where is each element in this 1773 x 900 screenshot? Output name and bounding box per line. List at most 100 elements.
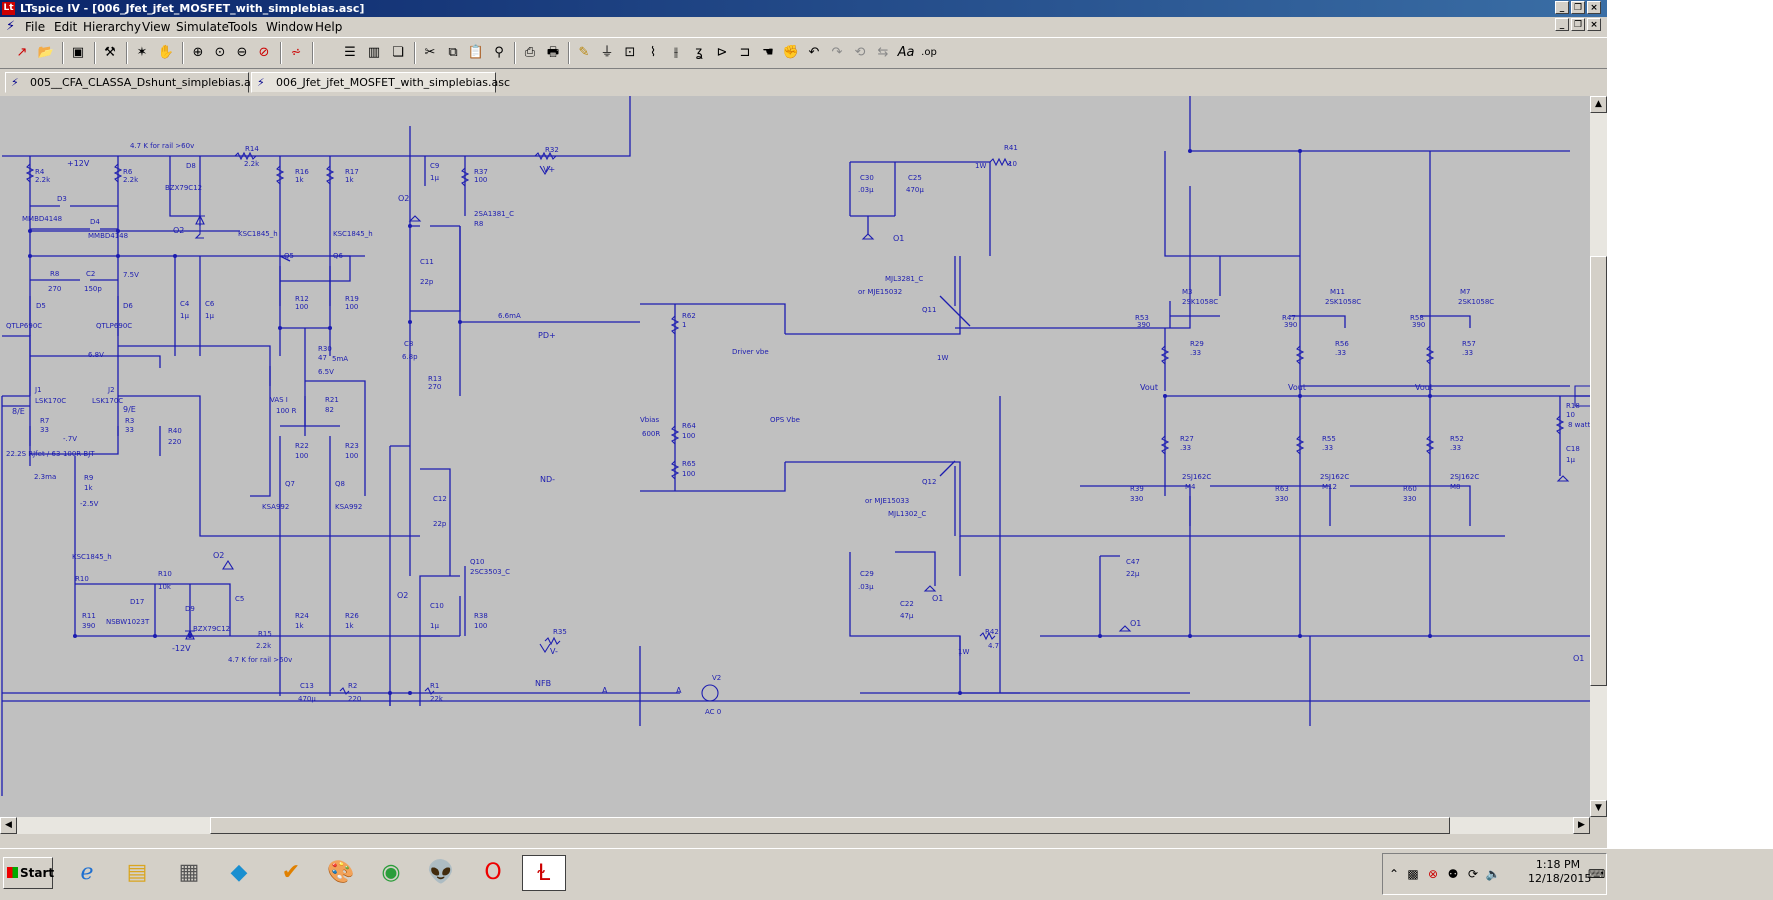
document-icon[interactable]: ⚡ (6, 19, 16, 34)
horizontal-scrollbar[interactable]: ◀ ▶ (0, 817, 1590, 834)
opera-icon[interactable]: O (484, 860, 502, 885)
close-button[interactable]: × (1587, 1, 1601, 14)
clock-date: 12/18/2015 (1528, 872, 1592, 885)
menu-window[interactable]: Window (266, 20, 314, 34)
minimize-button[interactable]: _ (1555, 1, 1569, 14)
cut-icon[interactable]: ✂ (424, 45, 436, 60)
note-vas-i: VAS I (270, 396, 288, 404)
label-r35: R35 (553, 628, 567, 636)
paste-icon[interactable]: 📋 (467, 45, 485, 60)
redo-icon[interactable]: ↷ (831, 45, 843, 60)
component-icon[interactable]: ⊐ (739, 45, 751, 60)
taskbar: Start ℯ ▤ ▦ ◆ ✔ 🎨 ◉ 👽 O Ɫ ⌃ ▩ ⊗ ⚉ ⟳ 🔈 ⌨ … (0, 848, 1773, 900)
system-tray: ⌃ ▩ ⊗ ⚉ ⟳ 🔈 ⌨ 1:18 PM 12/18/2015 (1382, 853, 1607, 895)
label-c18: C18 (1566, 445, 1580, 453)
toolbar-separator (280, 42, 282, 64)
control-panel-icon[interactable]: ⚒ (104, 45, 116, 60)
toolbar-separator (182, 42, 184, 64)
scroll-right-button[interactable]: ▶ (1573, 817, 1590, 834)
save-icon[interactable]: ▣ (71, 45, 85, 60)
speaker-icon[interactable]: 🔈 (1485, 867, 1501, 881)
error-icon[interactable]: ⊗ (1427, 867, 1439, 881)
find-icon[interactable]: ⚲ (494, 45, 504, 60)
vertical-scrollbar[interactable]: ▲ ▼ (1590, 96, 1607, 817)
horizontal-scroll-thumb[interactable] (210, 817, 1450, 834)
note-or-mje15032: or MJE15032 (858, 288, 902, 296)
value-c11: 22p (420, 278, 434, 286)
drag-icon[interactable]: ✊ (782, 45, 800, 60)
kodi-icon[interactable]: ◆ (230, 860, 248, 885)
menu-tools[interactable]: Tools (228, 20, 258, 34)
chrome-icon[interactable]: ◉ (381, 860, 401, 885)
checkmark-app-icon[interactable]: ✔ (281, 860, 301, 885)
inductor-icon[interactable]: ʓ (695, 45, 703, 60)
label-icon[interactable]: ⊡ (624, 45, 636, 60)
zoom-fit-icon[interactable]: ⊙ (214, 45, 226, 60)
zoom-in-icon[interactable]: ⊕ (192, 45, 204, 60)
tab-006-jfet[interactable]: ⚡ 006_Jfet_jfet_MOSFET_with_simplebias.a… (251, 72, 510, 93)
mdi-restore-button[interactable]: ❐ (1571, 18, 1585, 31)
menu-view[interactable]: View (142, 20, 171, 34)
run-icon[interactable]: ↗ (16, 45, 28, 60)
diode-icon[interactable]: ⊳ (716, 45, 728, 60)
label-d9: D9 (185, 605, 195, 613)
print-icon[interactable]: 🖶 (546, 45, 560, 60)
menu-help[interactable]: Help (315, 20, 343, 34)
open-icon[interactable]: 📂 (37, 45, 55, 60)
rotate-icon[interactable]: ⟲ (854, 45, 866, 60)
scroll-down-button[interactable]: ▼ (1590, 800, 1607, 817)
menu-edit[interactable]: Edit (54, 20, 78, 34)
copy-icon[interactable]: ⧉ (448, 45, 458, 60)
schematic-drawing[interactable]: R4 2.2k R6 2.2k D8 BZX79C12 R14 2.2k R16… (0, 96, 1590, 817)
schematic-canvas[interactable]: R4 2.2k R6 2.2k D8 BZX79C12 R14 2.2k R16… (0, 96, 1590, 817)
users-icon[interactable]: ⚉ (1447, 867, 1459, 881)
ie-icon[interactable]: ℯ (80, 860, 94, 885)
cascade-icon[interactable]: ❏ (392, 45, 404, 60)
print-setup-icon[interactable]: ⎙ (524, 45, 536, 60)
pan-icon[interactable]: ✋ (157, 45, 175, 60)
mdi-minimize-button[interactable]: _ (1555, 18, 1569, 31)
scroll-up-button[interactable]: ▲ (1590, 96, 1607, 113)
note-rjfet: 22.2S RJfet / 63-100R BJT (6, 450, 95, 458)
undo-icon[interactable]: ↶ (808, 45, 820, 60)
move-icon[interactable]: ☚ (762, 45, 774, 60)
value-r4: 2.2k (35, 176, 51, 184)
ltspice-taskbar-icon[interactable]: Ɫ (522, 855, 566, 891)
explorer-icon[interactable]: ▤ (126, 860, 148, 885)
menu-hierarchy[interactable]: Hierarchy (83, 20, 142, 34)
refresh-icon[interactable]: ⟳ (1467, 867, 1479, 881)
capacitor-icon[interactable]: ⫲ (673, 45, 679, 60)
menu-simulate[interactable]: Simulate (176, 20, 230, 34)
calculator-icon[interactable]: ▦ (178, 860, 200, 885)
net-vout-3: Vout (1415, 383, 1433, 392)
label-r32: R32 (545, 146, 559, 154)
mirror-icon[interactable]: ⇆ (877, 45, 889, 60)
wire-icon[interactable]: ✎ (578, 45, 590, 60)
paint-icon[interactable]: 🎨 (327, 860, 355, 885)
halt-icon[interactable]: ✶ (136, 45, 148, 60)
resistor-icon[interactable]: ⌇ (649, 45, 657, 60)
chevron-up-icon[interactable]: ⌃ (1388, 867, 1400, 881)
spice-directive-icon[interactable]: .op (921, 47, 937, 58)
alien-app-icon[interactable]: 👽 (427, 860, 455, 885)
tab-005-cfa[interactable]: ⚡ 005__CFA_CLASSA_Dshunt_simplebias.asc (5, 72, 263, 93)
cancel-zoom-icon[interactable]: ⊘ (258, 45, 270, 60)
clock[interactable]: 1:18 PM 12/18/2015 (1528, 858, 1592, 886)
value-r6: 2.2k (123, 176, 139, 184)
vertical-scroll-thumb[interactable] (1590, 256, 1607, 686)
value-d9: BZX79C12 (193, 625, 230, 633)
tile-vertical-icon[interactable]: ▥ (367, 45, 381, 60)
probe-icon[interactable]: ⩫ (290, 45, 302, 60)
tile-horizontal-icon[interactable]: ☰ (344, 45, 356, 60)
mdi-close-button[interactable]: × (1587, 18, 1601, 31)
zoom-out-icon[interactable]: ⊖ (236, 45, 248, 60)
ground-icon[interactable]: ⏚ (600, 45, 614, 60)
keyboard-icon[interactable]: ⌨ (1588, 867, 1606, 881)
network-grid-icon[interactable]: ▩ (1407, 867, 1419, 881)
restore-button[interactable]: ❐ (1571, 1, 1585, 14)
scroll-left-button[interactable]: ◀ (0, 817, 17, 834)
start-button[interactable]: Start (3, 857, 54, 889)
menu-file[interactable]: File (25, 20, 46, 34)
ltspice-icon[interactable]: Lt (2, 2, 15, 15)
text-icon[interactable]: Aa (897, 45, 915, 60)
